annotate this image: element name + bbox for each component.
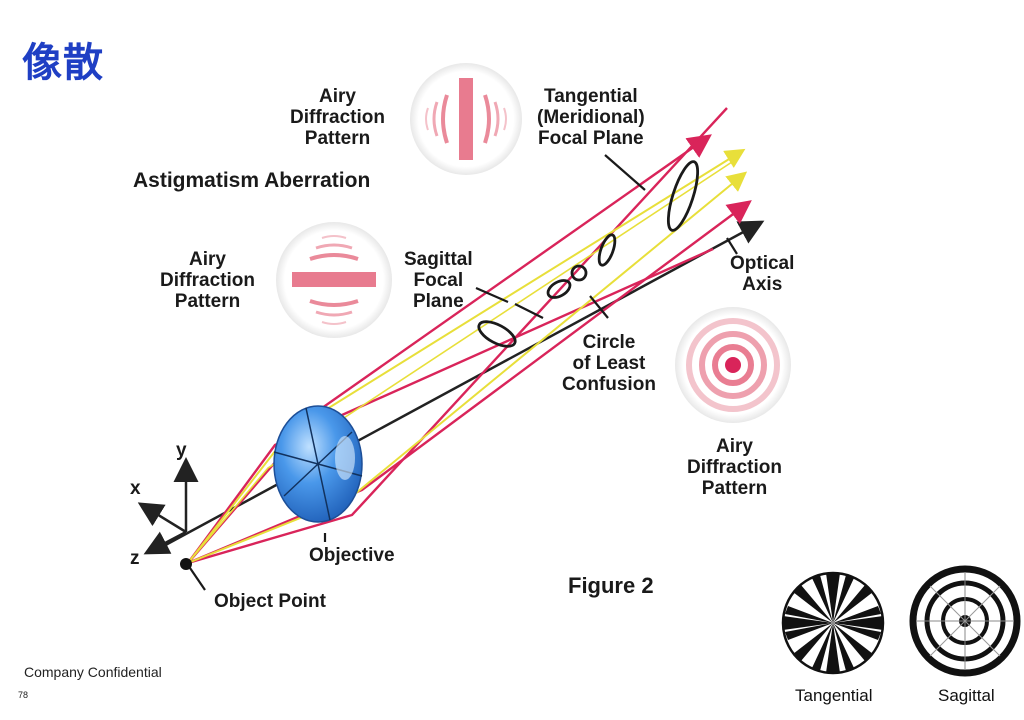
axis-x-label: x — [130, 478, 141, 499]
figure-label: Figure 2 — [568, 573, 654, 598]
sagittal-plane-label: Sagittal Focal Plane — [404, 249, 473, 312]
object-point-dot — [180, 558, 192, 570]
airy-pattern-middle — [276, 222, 392, 338]
tangential-plane-label: Tangential (Meridional) Focal Plane — [537, 86, 645, 149]
page-title: 像散 — [22, 40, 104, 86]
airy-label-right: Airy Diffraction Pattern — [687, 436, 782, 499]
airy-label-middle: Airy Diffraction Pattern — [160, 249, 255, 312]
optical-axis-label: Optical Axis — [730, 253, 794, 295]
airy-mid-line1: Airy — [189, 249, 226, 270]
tangential-line3: Focal Plane — [538, 128, 644, 149]
object-point-label: Object Point — [214, 591, 326, 612]
airy-mid-line3: Pattern — [174, 291, 241, 312]
airy-right-line2: Diffraction — [687, 457, 782, 478]
axis-z-label: z — [130, 548, 140, 569]
objective-lens — [273, 405, 363, 523]
confidential-footer: Company Confidential — [24, 664, 162, 680]
airy-right-line1: Airy — [716, 436, 753, 457]
sagittal-caption: Sagittal — [938, 686, 995, 705]
callout-lines — [189, 154, 738, 591]
least-confusion-label: Circle of Least Confusion — [562, 332, 656, 395]
axis-y-label: y — [176, 440, 187, 461]
airy-right-line3: Pattern — [701, 478, 768, 499]
focal-ellipses — [477, 160, 700, 348]
sagittal-line1: Sagittal — [404, 249, 473, 270]
optical-axis-line1: Optical — [730, 253, 795, 274]
least-confusion-line2: of Least — [572, 353, 646, 374]
airy-top-line2: Diffraction — [290, 107, 385, 128]
airy-top-line1: Airy — [319, 86, 356, 107]
airy-pattern-right — [675, 307, 791, 423]
airy-mid-line2: Diffraction — [160, 270, 255, 291]
tangential-caption: Tangential — [795, 686, 873, 705]
page-number: 78 — [18, 690, 29, 700]
coordinate-axes — [137, 457, 199, 555]
least-confusion-line1: Circle — [582, 332, 636, 353]
diagram-subtitle: Astigmatism Aberration — [133, 169, 371, 192]
sagittal-line3: Plane — [412, 291, 464, 312]
airy-label-top: Airy Diffraction Pattern — [290, 86, 385, 149]
optical-axis-line2: Axis — [742, 274, 783, 295]
objective-label: Objective — [309, 545, 395, 566]
tangential-line1: Tangential — [544, 86, 638, 107]
optical-axis-line — [159, 220, 765, 550]
sagittal-line2: Focal — [413, 270, 464, 291]
least-confusion-line3: Confusion — [562, 374, 656, 395]
tangential-line2: (Meridional) — [537, 107, 645, 128]
airy-top-line3: Pattern — [304, 128, 371, 149]
airy-pattern-top — [410, 63, 522, 175]
